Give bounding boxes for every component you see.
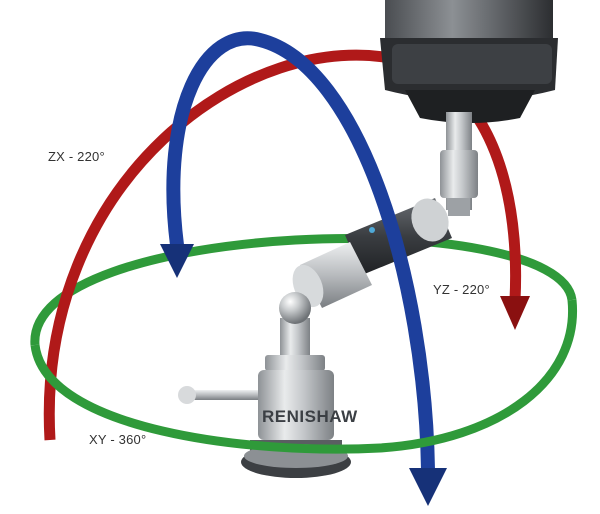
xy-ring-front [30, 299, 578, 454]
zx-arrowhead [500, 296, 530, 330]
yz-arrowhead-left [160, 244, 194, 278]
yz-arc [166, 31, 435, 471]
xy-rotation-label: XY - 360° [89, 432, 147, 447]
probe-head [289, 198, 452, 312]
brand-label: RENISHAW [262, 407, 358, 426]
yz-rotation-label: YZ - 220° [433, 282, 490, 297]
yz-arrowhead-bottom [409, 468, 447, 506]
zx-rotation-label: ZX - 220° [48, 149, 105, 164]
zx-arc [43, 49, 522, 441]
machine-spindle [380, 0, 558, 216]
